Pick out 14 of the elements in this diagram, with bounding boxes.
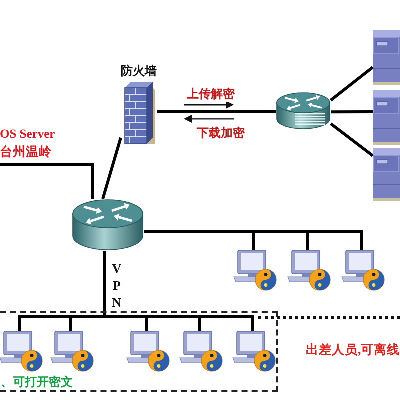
connector-line xyxy=(0,164,94,199)
connector-line xyxy=(18,251,254,331)
arrow-label: 上传解密 xyxy=(187,87,235,102)
connector-line xyxy=(144,230,364,250)
arrow-label: 下载加密 xyxy=(197,126,245,141)
connector-line xyxy=(330,122,374,158)
connector-line xyxy=(331,110,373,114)
connector-line xyxy=(102,137,122,200)
dashed-frame xyxy=(0,311,278,392)
connector-line xyxy=(157,110,276,114)
node-label: 防火墙 xyxy=(121,64,157,79)
group-label: 、可打开密文 xyxy=(1,375,73,390)
connector-line xyxy=(330,66,374,102)
group-label: 出差人员,可离线 xyxy=(306,343,400,358)
